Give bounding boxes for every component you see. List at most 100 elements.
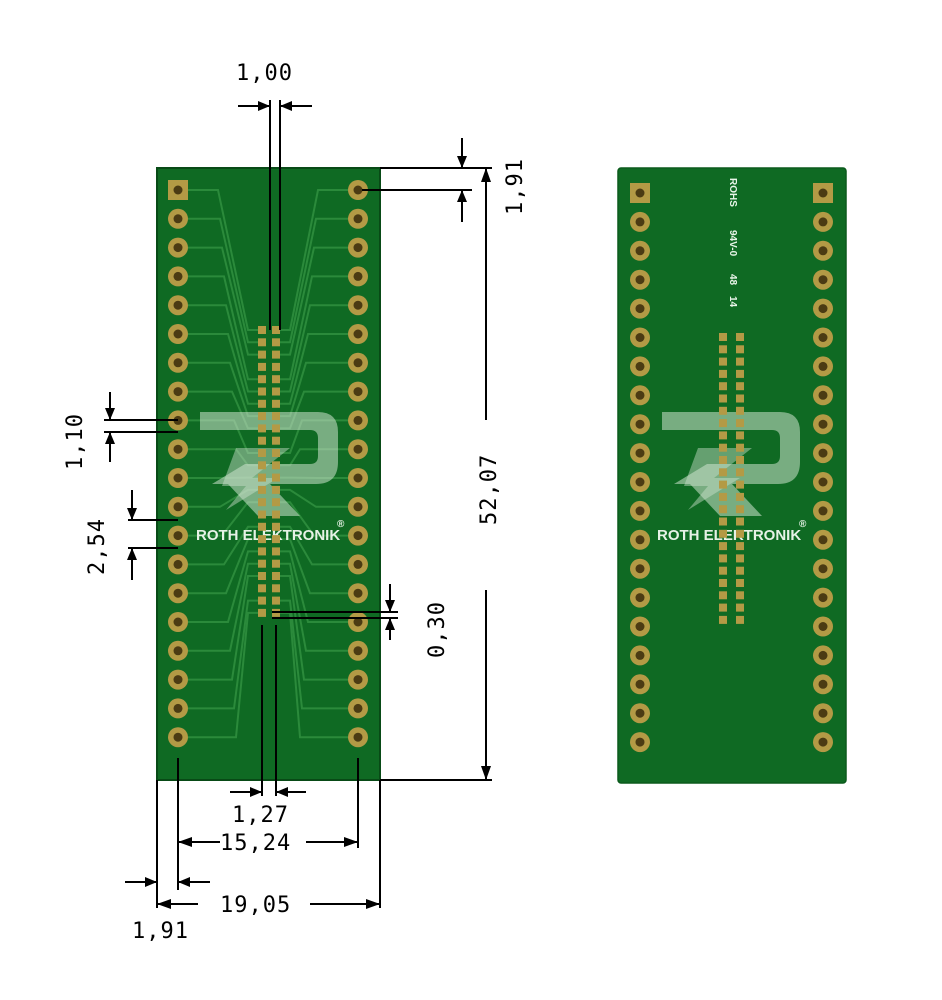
left-fine-pad-left-24	[258, 608, 266, 617]
pad-hole	[173, 214, 183, 224]
trace-left-19	[188, 599, 258, 710]
dimension-lines	[104, 100, 492, 908]
left-fine-pad-left-7	[258, 399, 266, 408]
trace-right-19	[280, 599, 348, 710]
pad-hole	[353, 732, 363, 742]
right-pin-right-2	[813, 211, 833, 232]
pad-hole	[635, 593, 645, 603]
pad-hole	[635, 535, 645, 545]
left-pin-right-12	[348, 496, 368, 517]
pad-hole	[173, 387, 183, 397]
trace-right-12	[280, 488, 348, 508]
right-fine-pad-right-3	[736, 357, 744, 366]
left-fine-pad-left-21	[258, 572, 266, 580]
right-fine-pad-left-19	[719, 554, 727, 563]
silk-94v0: 94V-0	[727, 230, 738, 257]
pad-hole	[173, 329, 183, 339]
trace-left-3	[188, 246, 258, 356]
right-fine-pad-right-8	[736, 419, 744, 428]
pad-hole	[353, 559, 363, 569]
left-fine-pad-right-1	[272, 326, 280, 334]
right-fine-pad-left-9	[719, 431, 727, 440]
right-pin-right-3	[813, 240, 833, 261]
pad-hole	[353, 703, 363, 713]
left-fine-pad-left-17	[258, 522, 266, 531]
trace-right-3	[280, 246, 348, 356]
left-fine-pad-right-14	[272, 485, 280, 494]
pad-hole	[353, 473, 363, 483]
pad-hole	[818, 679, 828, 689]
right-pin-right-18	[813, 674, 833, 695]
left-pin-left-14	[168, 554, 188, 575]
right-pin-left-19	[630, 703, 650, 724]
right-fine-pad-left-14	[719, 492, 727, 501]
trace-right-1	[280, 189, 348, 331]
left-fine-pad-left-15	[258, 498, 266, 507]
pad-hole	[635, 217, 645, 227]
left-pin-right-11	[348, 468, 368, 488]
right-board-fine-pitch-pads	[719, 333, 744, 624]
right-pin-right-4	[813, 269, 833, 290]
pad-hole	[353, 675, 363, 685]
arrowhead-side-right	[178, 877, 190, 887]
left-fine-pad-left-2	[258, 338, 266, 347]
right-fine-pad-right-22	[736, 591, 744, 600]
right-fine-pad-right-6	[736, 394, 744, 403]
trace-right-2	[280, 217, 348, 344]
left-fine-pad-left-13	[258, 473, 266, 482]
pad-hole	[635, 477, 645, 487]
pad-hole	[818, 419, 828, 429]
pad-hole	[635, 188, 645, 198]
right-pin-right-16	[813, 616, 833, 637]
left-pin-right-4	[348, 266, 368, 287]
left-pin-right-18	[348, 669, 368, 690]
trace-right-16	[280, 550, 348, 623]
pad-hole	[173, 588, 183, 598]
right-pin-right-11	[813, 472, 833, 492]
right-pin-left-20	[630, 732, 650, 753]
label-row-spacing: 15,24	[220, 831, 291, 856]
left-fine-pad-right-8	[272, 412, 280, 421]
right-fine-pad-right-23	[736, 603, 744, 612]
pad-hole	[173, 732, 183, 742]
right-fine-pad-right-18	[736, 542, 744, 551]
pad-hole	[635, 650, 645, 660]
pad-hole	[173, 243, 183, 253]
right-fine-pad-left-18	[719, 542, 727, 551]
right-pin-left-2	[630, 211, 650, 232]
silk-14: 14	[727, 296, 738, 308]
left-pin-left-11	[168, 468, 188, 488]
right-fine-pad-right-12	[736, 468, 744, 477]
trace-left-17	[188, 562, 258, 652]
label-pin-pitch: 2,54	[85, 518, 110, 575]
right-fine-pad-left-13	[719, 480, 727, 489]
pad-hole	[635, 419, 645, 429]
right-pin-right-7	[813, 356, 833, 377]
pad-hole	[635, 246, 645, 256]
silk-48: 48	[727, 274, 738, 286]
pad-hole	[353, 358, 363, 368]
left-fine-pad-right-21	[272, 572, 280, 580]
reg-mark-left: ®	[337, 519, 345, 530]
trace-right-14	[280, 525, 348, 566]
pad-hole	[353, 588, 363, 598]
left-board-pins	[168, 180, 368, 748]
right-fine-pad-left-6	[719, 394, 727, 403]
left-pin-right-8	[348, 381, 368, 402]
pad-hole	[818, 708, 828, 718]
right-pin-left-4	[630, 269, 650, 290]
right-pin-left-3	[630, 240, 650, 261]
left-fine-pad-right-2	[272, 338, 280, 347]
label-fine-pad-gap: 0,30	[425, 601, 450, 658]
right-fine-pad-right-17	[736, 529, 744, 538]
right-pin-left-17	[630, 645, 650, 666]
dimension-labels: 1,00 1,91 52,07 1,10 2,54 0,30 1,27 15,2…	[63, 61, 528, 944]
pad-hole	[173, 531, 183, 541]
right-pin-right-12	[813, 500, 833, 521]
trace-left-6	[188, 333, 258, 405]
left-fine-pad-right-22	[272, 584, 280, 593]
right-pin-right-9	[813, 414, 833, 435]
trace-right-6	[280, 333, 348, 405]
label-side-margin: 1,91	[132, 919, 189, 944]
right-fine-pad-right-19	[736, 554, 744, 563]
